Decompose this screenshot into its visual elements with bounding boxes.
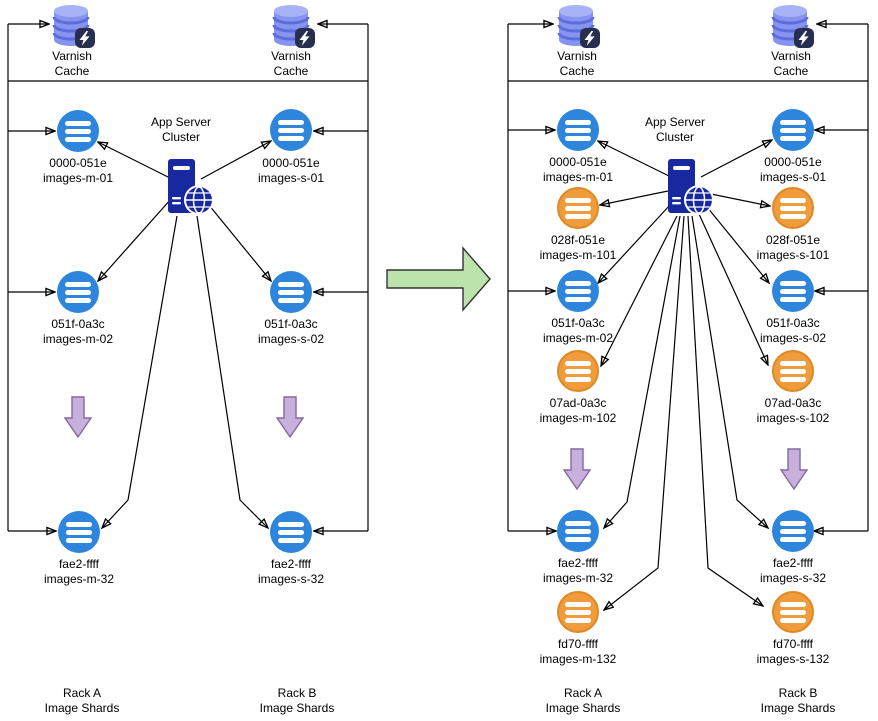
- shard-label: 051f-0a3c images-m-02: [42, 317, 114, 346]
- shard-label: fae2-ffff images-m-32: [43, 557, 115, 586]
- varnish-cache-label: Varnish Cache: [52, 49, 92, 78]
- rack-b-caption: Rack B Image Shards: [760, 686, 836, 715]
- shard-db-blue-icon: [557, 270, 599, 312]
- shard-db-orange-icon: [772, 350, 814, 392]
- app-server-cluster-label: App Server Cluster: [644, 115, 706, 144]
- shard-label: 0000-051e images-s-01: [257, 156, 325, 185]
- shard-label: 0000-051e images-m-01: [542, 155, 614, 184]
- more-shards-arrow-icon: [63, 396, 93, 439]
- shard-label: 028f-051e images-m-101: [539, 233, 617, 262]
- varnish-cache-icon: [769, 2, 815, 55]
- rack-b-caption: Rack B Image Shards: [259, 686, 335, 715]
- shard-db-blue-icon: [270, 109, 312, 151]
- shard-label: fd70-ffff images-m-132: [539, 637, 617, 666]
- shard-db-blue-icon: [58, 511, 100, 553]
- left-frame-lines: [7, 24, 369, 531]
- varnish-cache-label: Varnish Cache: [557, 49, 597, 78]
- shard-db-blue-icon: [270, 511, 312, 553]
- shard-db-orange-icon: [557, 591, 599, 633]
- app-server-cluster-icon: [165, 157, 215, 222]
- app-server-cluster-icon: [665, 157, 715, 222]
- shard-label: fd70-ffff images-s-132: [756, 637, 830, 666]
- app-server-cluster-label: App Server Cluster: [150, 115, 212, 144]
- shard-db-blue-icon: [772, 109, 814, 151]
- shard-db-orange-icon: [772, 187, 814, 229]
- shard-db-blue-icon: [57, 271, 99, 313]
- shard-db-orange-icon: [557, 350, 599, 392]
- shard-label: 07ad-0a3c images-s-102: [756, 396, 830, 425]
- shard-db-blue-icon: [557, 510, 599, 552]
- shard-label: 0000-051e images-s-01: [759, 155, 827, 184]
- varnish-cache-icon: [270, 2, 316, 55]
- varnish-cache-icon: [555, 2, 601, 55]
- shard-label: 0000-051e images-m-01: [42, 156, 114, 185]
- migration-arrow-icon: [386, 246, 491, 312]
- rack-a-caption: Rack A Image Shards: [44, 686, 120, 715]
- more-shards-arrow-icon: [275, 396, 305, 439]
- shard-label: fae2-ffff images-s-32: [257, 557, 325, 586]
- shard-label: 051f-0a3c images-s-02: [759, 316, 827, 345]
- shard-db-blue-icon: [270, 271, 312, 313]
- shard-db-blue-icon: [557, 109, 599, 151]
- more-shards-arrow-icon: [779, 448, 809, 491]
- varnish-cache-label: Varnish Cache: [771, 49, 811, 78]
- more-shards-arrow-icon: [562, 448, 592, 491]
- left-server-connections: [98, 141, 271, 528]
- shard-label: 051f-0a3c images-m-02: [542, 316, 614, 345]
- right-server-connections: [598, 140, 772, 610]
- shard-db-orange-icon: [557, 187, 599, 229]
- shard-label: fae2-ffff images-m-32: [542, 556, 614, 585]
- shard-label: 07ad-0a3c images-m-102: [539, 396, 617, 425]
- shard-db-blue-icon: [57, 110, 99, 152]
- shard-label: fae2-ffff images-s-32: [759, 556, 827, 585]
- right-frame-lines: [507, 24, 869, 531]
- shard-db-orange-icon: [772, 591, 814, 633]
- rack-a-caption: Rack A Image Shards: [545, 686, 621, 715]
- shard-db-blue-icon: [772, 510, 814, 552]
- shard-db-blue-icon: [772, 270, 814, 312]
- varnish-cache-label: Varnish Cache: [271, 49, 311, 78]
- shard-label: 051f-0a3c images-s-02: [257, 317, 325, 346]
- varnish-cache-icon: [50, 2, 96, 55]
- shard-label: 028f-051e images-s-101: [756, 233, 830, 262]
